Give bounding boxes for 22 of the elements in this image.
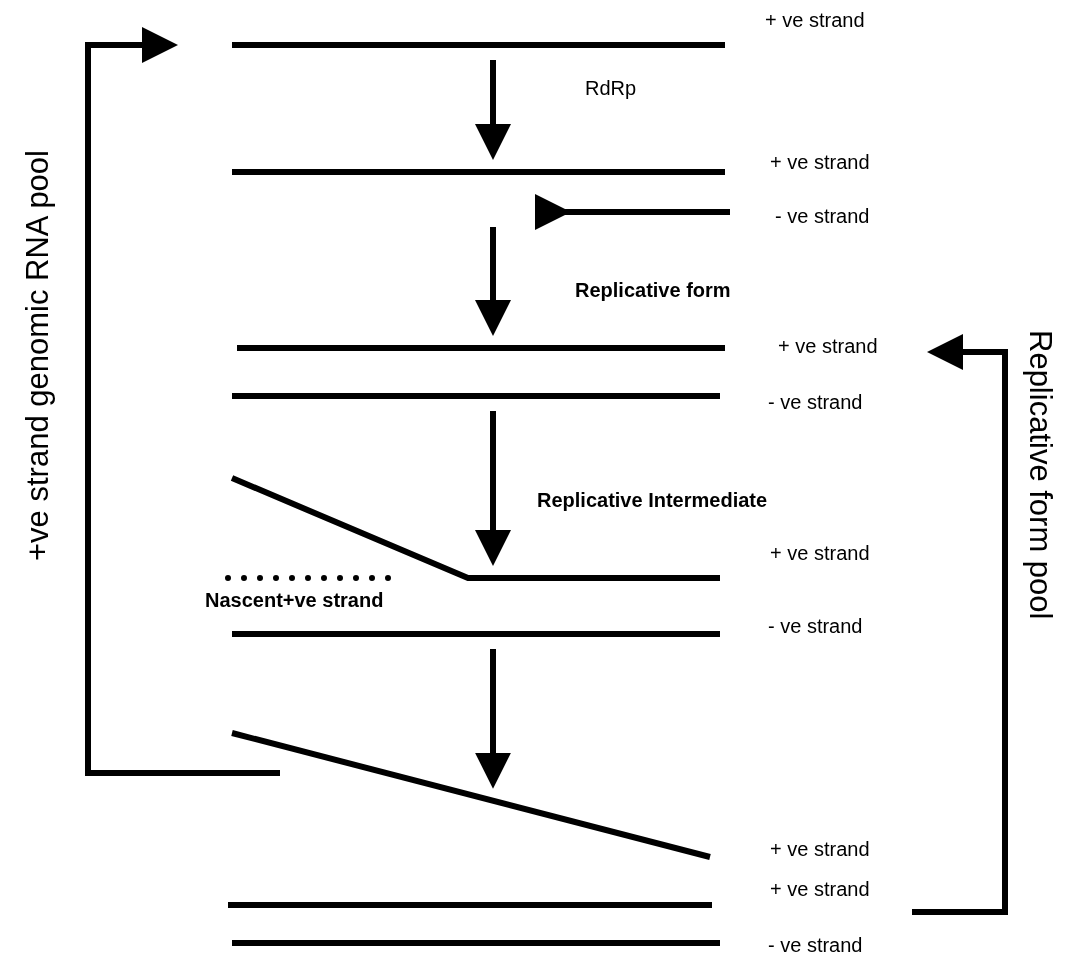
strand-label: - ve strand	[768, 614, 863, 638]
edge-label: Replicative Intermediate	[537, 488, 768, 512]
strand-label: + ve strand	[770, 877, 870, 901]
edge-label: Replicative form	[575, 278, 731, 302]
arrow	[475, 60, 511, 160]
strand-label: Nascent+ve strand	[205, 588, 384, 612]
strand-label: + ve strand	[765, 8, 865, 32]
arrow	[912, 334, 1008, 915]
edge-label: Replicative form pool	[1022, 330, 1058, 620]
arrow	[475, 411, 511, 566]
strand-label: + ve strand	[770, 150, 870, 174]
strand-label: + ve strand	[770, 541, 870, 565]
strand-label: - ve strand	[768, 933, 863, 957]
arrow	[85, 27, 280, 776]
arrow	[475, 227, 511, 336]
strand-label: - ve strand	[775, 204, 870, 228]
arrow	[475, 649, 511, 789]
strand-label: + ve strand	[778, 334, 878, 358]
edge-label: +ve strand genomic RNA pool	[20, 150, 56, 561]
edge-label: RdRp	[585, 76, 637, 100]
strand-label: - ve strand	[768, 390, 863, 414]
strand-label: + ve strand	[770, 837, 870, 861]
